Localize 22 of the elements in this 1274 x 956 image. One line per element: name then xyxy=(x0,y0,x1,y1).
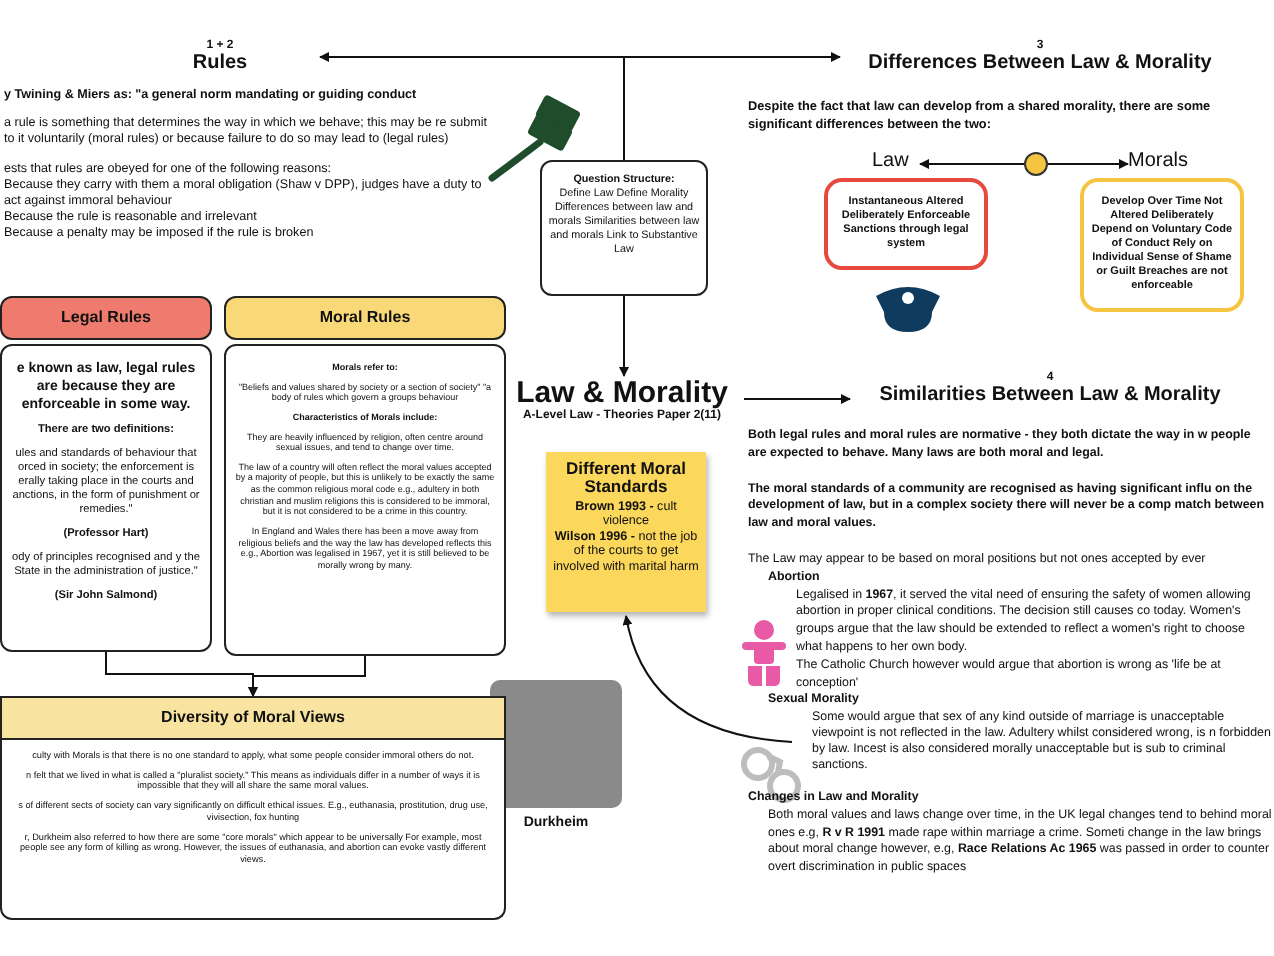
circle-marker xyxy=(1024,152,1048,176)
section-heading: Rules xyxy=(190,52,250,74)
card-header: Moral Rules xyxy=(224,296,506,340)
main-title: Law & Morality xyxy=(514,376,730,410)
arrow xyxy=(248,655,366,697)
arrow xyxy=(1047,159,1129,169)
card-header: Legal Rules xyxy=(0,296,212,340)
card-header: Diversity of Moral Views xyxy=(0,696,506,740)
arrow xyxy=(623,615,793,744)
arrow xyxy=(623,52,841,161)
sticky-note xyxy=(546,452,706,612)
arrow xyxy=(919,159,1025,169)
section-heading: Differences Between Law & Morality xyxy=(866,52,1214,74)
arrow xyxy=(619,295,629,377)
axis-label: Morals xyxy=(1128,150,1208,172)
axis-label: Law xyxy=(872,150,920,172)
arrow xyxy=(743,394,851,404)
note-heading: Different Moral Standards xyxy=(564,460,688,498)
info-box xyxy=(1080,178,1244,312)
question-box xyxy=(540,160,708,296)
info-box xyxy=(824,178,988,270)
section-heading: Similarities Between Law & Morality xyxy=(877,384,1223,406)
